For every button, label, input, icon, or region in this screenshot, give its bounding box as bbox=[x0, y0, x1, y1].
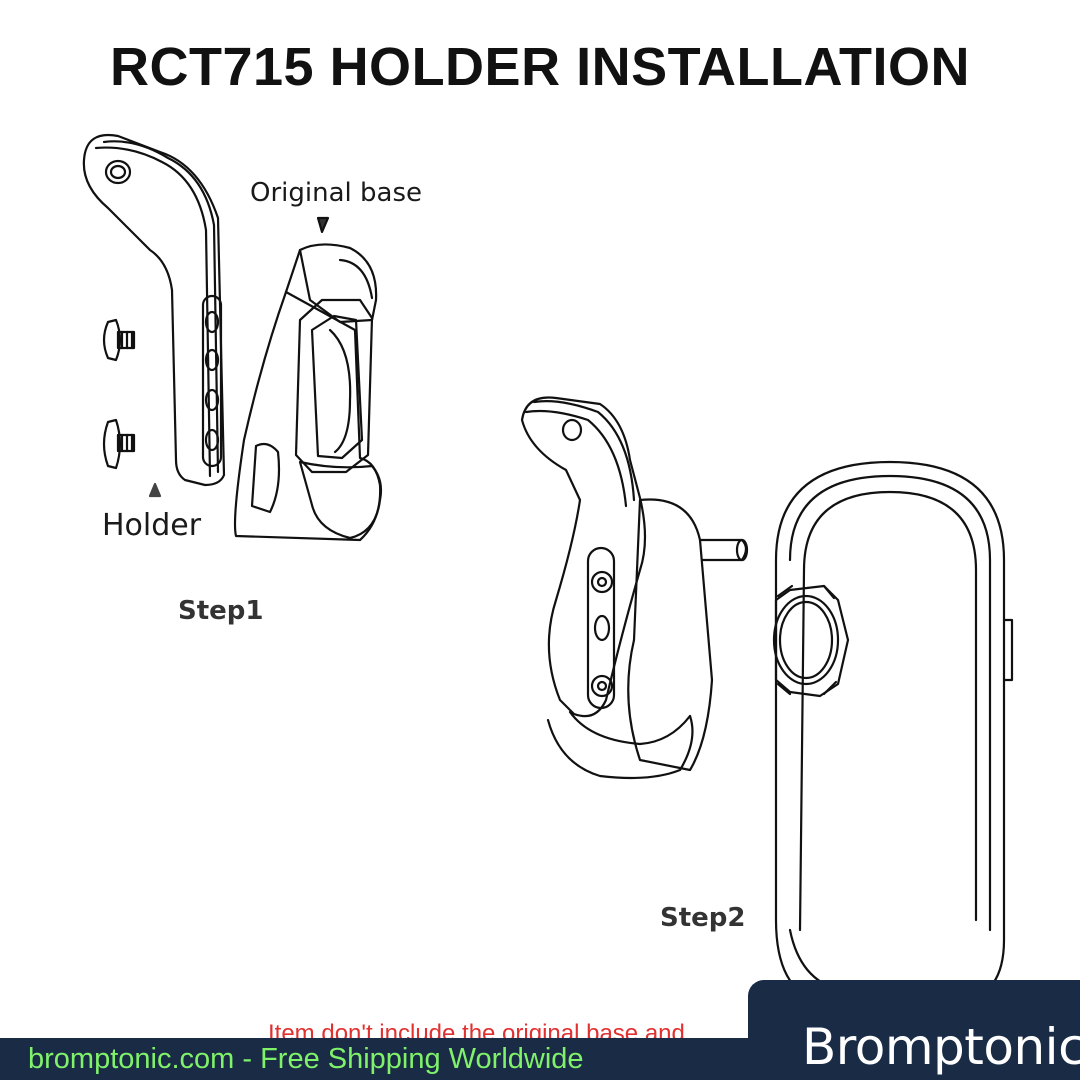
step2-label: Step2 bbox=[660, 903, 746, 933]
holder-label: Holder bbox=[102, 508, 202, 543]
screw-top bbox=[102, 318, 136, 362]
holder-pointer bbox=[148, 482, 162, 498]
original-base bbox=[233, 216, 383, 542]
original-base-label: Original base bbox=[250, 178, 422, 208]
phone-case bbox=[772, 460, 1014, 1004]
footer-banner bbox=[0, 1038, 750, 1080]
brand-logo-box bbox=[748, 980, 1080, 1080]
holder-arm bbox=[82, 133, 226, 487]
footer-text: bromptonic.com - Free Shipping Worldwide bbox=[28, 1043, 584, 1075]
assembled-holder bbox=[520, 396, 749, 780]
screw-bottom bbox=[102, 418, 136, 470]
brand-logo: Bromptonic bbox=[802, 1018, 1080, 1076]
step1-label: Step1 bbox=[178, 596, 264, 626]
page-title: RCT715 HOLDER INSTALLATION bbox=[109, 37, 971, 97]
